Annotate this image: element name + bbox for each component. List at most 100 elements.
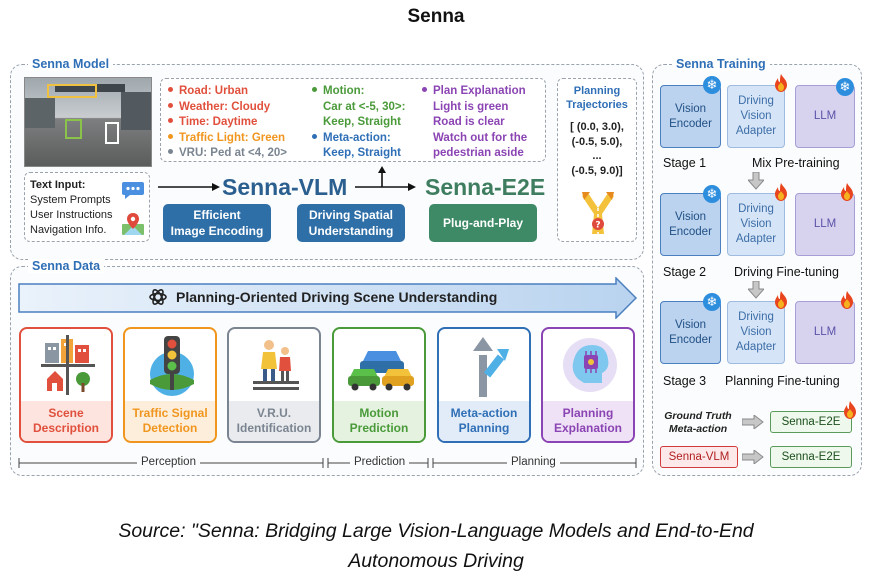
scene-info-box <box>160 78 546 162</box>
gt-arrow <box>742 415 764 429</box>
info-plan-line: Road is clear <box>433 116 505 128</box>
text-input-line: User Instructions <box>30 209 113 221</box>
city-icon <box>41 335 95 395</box>
trainable-fire-icon <box>775 291 787 309</box>
source-caption-line-1: Source: "Senna: Bridging Large Vision-La… <box>118 520 754 542</box>
traffic-light-icon <box>150 336 194 396</box>
scene-attributes-list: Road: Urban Weather: Cloudy Time: Daytim… <box>168 84 287 162</box>
fork-road-icon: ? <box>582 192 614 234</box>
btn-line: Driving Spatial <box>308 208 393 222</box>
info-plan-line: Watch out for the <box>433 131 528 144</box>
info-plan-line: Light is green <box>433 100 509 113</box>
trajectories-title-line: Trajectories <box>566 99 628 111</box>
stage-down-arrow <box>748 172 764 190</box>
frozen-snowflake-icon: ❄ <box>703 185 721 203</box>
senna-e2e-trainable-box: Senna-E2E <box>770 411 852 433</box>
bullet-dot <box>422 87 427 93</box>
bullet-dot <box>168 133 173 139</box>
phase-perception: Perception <box>137 456 200 468</box>
trajectories-title-line: Planning <box>573 85 621 97</box>
plan-explanation-list: Plan Explanation Light is green Road is … <box>422 84 527 162</box>
trajectory-value: [ (0.0, 3.0), <box>570 121 624 133</box>
trajectories-content: Planning Trajectories [ (0.0, 3.0), (-0.… <box>557 84 637 178</box>
trajectory-value: (-0.5, 5.0), <box>571 135 623 148</box>
trajectory-value: (-0.5, 9.0)] <box>571 164 623 177</box>
trainable-fire-icon <box>841 183 853 201</box>
page-title: Senna <box>407 6 465 27</box>
source-caption-line-2: Autonomous Driving <box>348 550 524 572</box>
info-time: Time: Daytime <box>168 115 287 131</box>
senna-vlm-box: Senna-VLM <box>660 446 738 468</box>
openai-logo-icon <box>149 289 167 305</box>
senna-e2e-title: Senna-E2E <box>425 174 546 200</box>
driving-scene-image <box>24 77 152 167</box>
bullet-dot <box>312 87 317 93</box>
info-road: Road: Urban <box>168 84 287 100</box>
info-traffic-light: Traffic Light: Green <box>168 131 287 147</box>
stage-1-number: Stage 1 <box>663 156 707 170</box>
frozen-snowflake-icon: ❄ <box>703 293 721 311</box>
info-plan-explanation: Plan Explanation <box>422 84 527 100</box>
banner-arrow <box>18 277 638 319</box>
text-input-heading: Text Input: <box>30 179 86 191</box>
text-input-line: Navigation Info. <box>30 224 107 236</box>
bullet-dot <box>168 87 173 93</box>
stage-3-name: Planning Fine-tuning <box>725 374 840 388</box>
bullet-dot <box>168 149 173 155</box>
llm-box: LLM <box>795 193 855 256</box>
trainable-fire-icon <box>844 401 856 419</box>
frozen-snowflake-icon: ❄ <box>703 76 721 94</box>
trainable-fire-icon <box>775 183 787 201</box>
banner-text: Planning-Oriented Driving Scene Understa… <box>176 289 498 305</box>
stage-2-number: Stage 2 <box>663 265 707 279</box>
senna-data-label: Senna Data <box>28 259 105 273</box>
info-weather: Weather: Cloudy <box>168 100 287 116</box>
senna-model-label: Senna Model <box>28 57 114 71</box>
senna-e2e-box: Senna-E2E <box>770 446 852 468</box>
trainable-fire-icon <box>841 291 853 309</box>
plug-and-play-box: Plug-and-Play <box>429 204 537 242</box>
info-plan-line: pedestrian aside <box>433 147 524 159</box>
planning-trajectories-box <box>557 78 637 242</box>
btn-line: Understanding <box>308 224 394 238</box>
phase-prediction: Prediction <box>350 456 410 468</box>
stage-1-name: Mix Pre-training <box>752 156 840 170</box>
stage-down-arrow <box>748 281 764 299</box>
bullet-dot <box>312 133 317 139</box>
task-card-vru: V.R.U.Identification <box>227 327 321 443</box>
stage-2-name: Driving Fine-tuning <box>734 265 839 279</box>
info-motion-car: Car at <-5, 30>: <box>323 100 406 113</box>
pedestrian-icon <box>253 340 299 390</box>
frozen-snowflake-icon: ❄ <box>836 78 854 96</box>
info-meta-action-value: Keep, Straight <box>323 147 401 159</box>
info-vru: VRU: Ped at <4, 20> <box>168 146 287 162</box>
vlm-arrow <box>742 450 764 464</box>
llm-box: LLM <box>795 301 855 364</box>
btn-line: Image Encoding <box>170 224 264 238</box>
text-input-content: Text Input: System Prompts User Instruct… <box>30 178 113 238</box>
road-sign-icon <box>473 337 509 397</box>
bullet-dot <box>168 102 173 108</box>
text-input-line: System Prompts <box>30 194 111 206</box>
phase-planning: Planning <box>507 456 560 468</box>
map-pin-icon <box>122 213 144 235</box>
brain-icon <box>563 338 617 392</box>
